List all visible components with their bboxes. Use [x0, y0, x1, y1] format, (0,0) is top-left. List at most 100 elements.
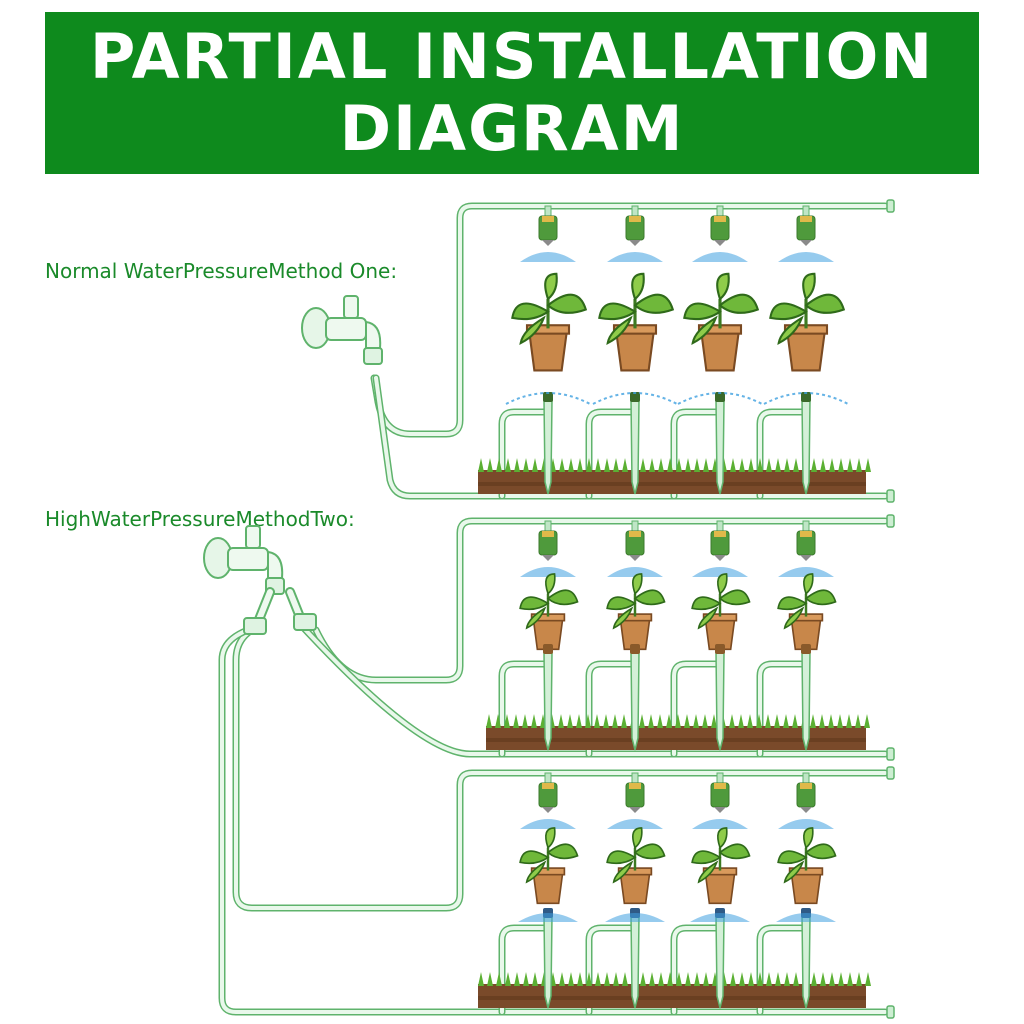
dripper-nozzle — [542, 807, 554, 813]
soil-layer — [478, 996, 866, 1000]
grass-blade — [568, 458, 574, 472]
grass-blade — [523, 458, 529, 472]
grass-blade — [730, 972, 736, 986]
leaf — [612, 606, 634, 630]
stake-cap — [543, 392, 553, 402]
leaf — [717, 573, 728, 595]
grass-blade — [658, 972, 664, 986]
stake-spike — [801, 915, 811, 1009]
stake-2-4 — [801, 644, 811, 751]
main-line-3-bottom-inner — [220, 628, 887, 1014]
grass-blade — [702, 714, 708, 728]
grass-blade — [487, 458, 493, 472]
leaf — [511, 302, 550, 321]
stake-1-3 — [677, 392, 763, 495]
grass-blade — [504, 714, 510, 728]
water-spray — [520, 819, 576, 829]
grass-blade — [756, 714, 762, 728]
title-banner: PARTIAL INSTALLATION DIAGRAM — [45, 12, 979, 174]
dripper-stem — [631, 520, 639, 532]
grass-blade — [559, 458, 565, 472]
grass-blade — [757, 458, 763, 472]
plant-1-1 — [511, 272, 588, 372]
title-line-2: DIAGRAM — [339, 92, 685, 165]
grass-blade — [784, 972, 790, 986]
stake-cap — [801, 392, 811, 402]
faucet-spout — [267, 550, 284, 579]
grass-blade — [694, 458, 700, 472]
pot — [704, 871, 736, 905]
grass-blade — [640, 972, 646, 986]
dripper-stem — [716, 772, 724, 784]
leaf — [633, 843, 666, 860]
stake-1-4 — [763, 392, 849, 495]
grass-blade — [621, 714, 627, 728]
grass-blade — [864, 714, 870, 728]
pot — [785, 329, 827, 372]
dripper-nozzle — [542, 555, 554, 561]
stake-feed-tube-inner — [758, 410, 804, 498]
stake-feed-tube-inner — [587, 410, 633, 498]
faucet-two — [203, 525, 285, 595]
grass-blade — [676, 458, 682, 472]
dripper-nozzle — [714, 555, 726, 561]
dripper-stem — [802, 205, 810, 217]
leaf — [718, 589, 751, 606]
grass-blade — [703, 972, 709, 986]
grass-blade — [487, 972, 493, 986]
dripper-stem — [544, 772, 552, 784]
leaf — [804, 843, 837, 860]
dripper-3-4 — [778, 772, 834, 829]
stake-spike — [543, 651, 553, 751]
dripper-band — [629, 216, 641, 222]
grass-blade — [820, 972, 826, 986]
dripper-nozzle — [542, 240, 554, 246]
grass-blade — [730, 458, 736, 472]
dripper-band — [714, 783, 726, 789]
method-one-label: Normal WaterPressureMethod One: — [45, 259, 398, 283]
stake-feed-tube-inner — [587, 926, 633, 1014]
leaf — [546, 293, 588, 314]
dripper-band — [800, 216, 812, 222]
dripper-1-2 — [607, 205, 663, 262]
grass-blade — [567, 714, 573, 728]
stake-spike — [543, 399, 553, 495]
leaf — [519, 315, 546, 345]
dripper-1-1 — [520, 205, 576, 262]
grass-blade — [675, 714, 681, 728]
water-spray — [520, 252, 576, 262]
leaf — [525, 860, 547, 884]
stake-feed-tube-inner — [672, 926, 718, 1014]
grass-blade — [694, 972, 700, 986]
grass-blade — [559, 972, 565, 986]
grass-blade — [829, 972, 835, 986]
dripper-nozzle — [800, 240, 812, 246]
grass-blade — [819, 714, 825, 728]
grass-blade — [775, 458, 781, 472]
grass-blade — [793, 458, 799, 472]
stake-feed-tube-inner — [500, 926, 546, 1014]
dripper-stem — [716, 205, 724, 217]
pot — [614, 329, 656, 372]
water-spray — [778, 567, 834, 577]
water-spray — [605, 913, 665, 922]
faucet-body — [227, 547, 269, 571]
stake-spike — [630, 651, 640, 751]
grass-blade — [738, 714, 744, 728]
main-line-3-top-inner — [234, 628, 887, 910]
end-plug — [886, 199, 895, 213]
main-line-2-bottom-inner — [298, 622, 887, 756]
grass-blade — [757, 972, 763, 986]
dripper-stem — [544, 520, 552, 532]
grass-blade — [640, 458, 646, 472]
pot — [790, 871, 822, 905]
leaf — [802, 272, 816, 301]
end-plug — [886, 489, 895, 503]
leaf — [691, 850, 722, 865]
dripper-1-4 — [778, 205, 834, 262]
grass-blade — [837, 714, 843, 728]
stake-cap — [801, 644, 811, 654]
soil-layer — [478, 482, 866, 486]
plant-3-1 — [519, 827, 579, 905]
grass-blade — [577, 972, 583, 986]
